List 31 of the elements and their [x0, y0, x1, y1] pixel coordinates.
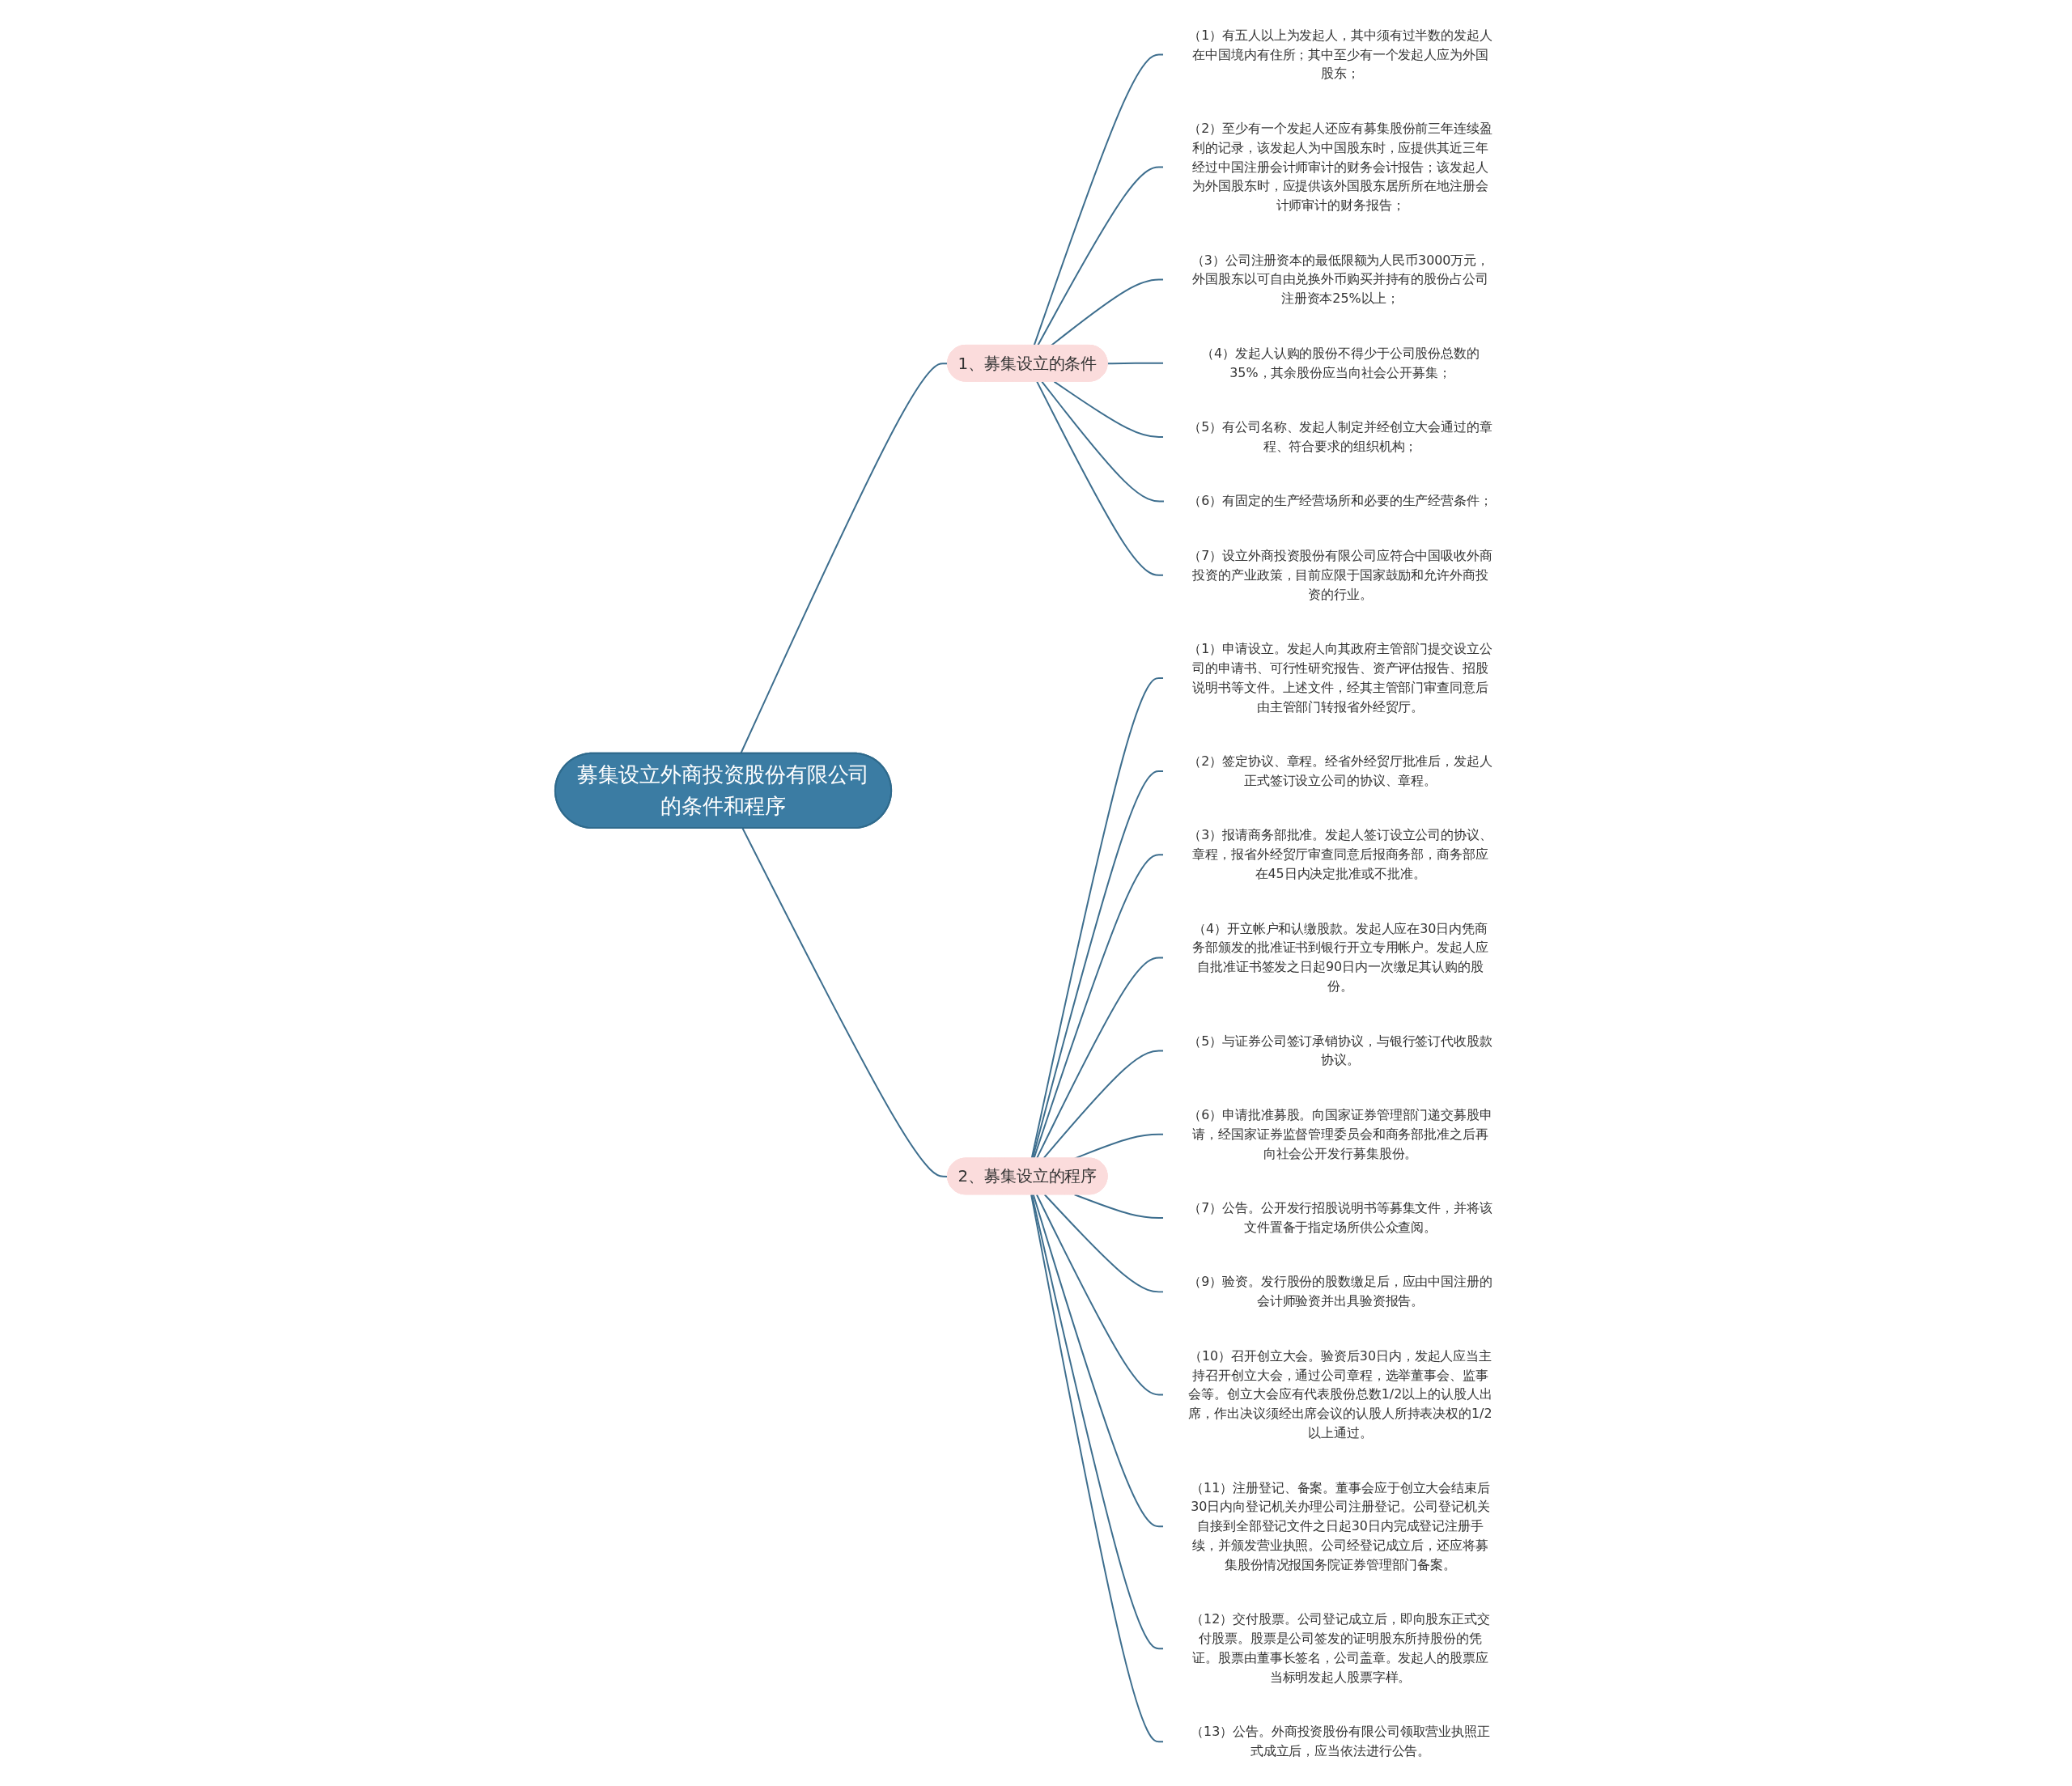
node-text: （7）设立外商投资股份有限公司应符合中国吸收外商投资的产业政策，目前应限于国家鼓励和允许外商投资的行业。: [1188, 547, 1492, 602]
node-text: （13）公告。外商投资股份有限公司领取营业执照正式成立后，应当依法进行公告。: [1190, 1723, 1490, 1758]
node-text: （6）有固定的生产经营场所和必要的生产经营条件；: [1188, 493, 1492, 508]
node-text: （1）有五人以上为发起人，其中须有过半数的发起人在中国境内有住所；其中至少有一个发起人应为外国股东；: [1188, 27, 1492, 81]
connector: [1035, 1193, 1165, 1395]
node-text: （2）至少有一个发起人还应有募集股份前三年连续盈利的记录，该发起人为中国股东时，应提供其近三年经过中国注册会计师审计的财务会计报告；该发起人为外国股东时，应提供该外国股东居所所在地注册会计师审计的财务报告；: [1188, 120, 1492, 213]
node-text: （10）召开创立大会。验资后30日内，发起人应当主持召开创立大会，通过公司章程，选举董事会、监事会等。创立大会应有代表股份总数1/2以上的认股人出席，作出决议须经出席会议的认股人所持表决权的1/2以上通过。: [1188, 1347, 1492, 1440]
connector: [1073, 1193, 1165, 1219]
node-text: （5）有公司名称、发起人制定并经创立大会通过的章程、符合要求的组织机构；: [1188, 418, 1492, 454]
connector: [1053, 380, 1165, 438]
node-text: （12）交付股票。公司登记成立后，即向股东正式交付股票。股票是公司签发的证明股东所持股份的凭证。股票由董事长签名，公司盖章。发起人的股票应当标明发起人股票字样。: [1190, 1610, 1490, 1685]
node-text: （3）报请商务部批准。发起人签订设立公司的协议、章程，报省外经贸厅审查同意后报商务部，商务部应在45日内决定批准或不批准。: [1188, 827, 1492, 881]
node-text: （5）与证券公司签订承销协议，与银行签订代收股款协议。: [1188, 1033, 1492, 1067]
node-text: （4）开立帐户和认缴股款。发起人应在30日内凭商务部颁发的批准证书到银行开立专用帐户。发起人应自批准证书签发之日起90日内一次缴足其认购的股份。: [1192, 920, 1488, 994]
connector: [741, 827, 949, 1177]
node-text: （3）公司注册资本的最低限额为人民币3000万元，外国股东以可自由兑换外币购买并持有的股份占公司注册资本25%以上；: [1191, 252, 1489, 306]
connector: [1030, 1193, 1165, 1649]
node-text: （2）签定协议、章程。经省外经贸厅批准后，发起人正式签订设立公司的协议、章程。: [1188, 753, 1492, 788]
connector: [1041, 380, 1166, 503]
node-text: （7）公告。公开发行招股说明书等募集文件，并将该文件置备于指定场所供公众查阅。: [1188, 1199, 1492, 1235]
connector: [740, 362, 949, 754]
connector: [1032, 1193, 1165, 1527]
node-text: （6）申请批准募股。向国家证券管理部门递交募股申请，经国家证券监督管理委员会和商务部批准之后再向社会公开发行募集股份。: [1188, 1106, 1492, 1161]
connector: [1106, 362, 1165, 364]
node-text: （1）申请设立。发起人向其政府主管部门提交设立公司的申请书、可行性研究报告、资产评估报告、招股说明书等文件。上述文件，经其主管部门审查同意后由主管部门转报省外经贸厅。: [1188, 640, 1492, 715]
node-text: （4）发起人认购的股份不得少于公司股份总数的35%，其余股份应当向社会公开募集；: [1200, 345, 1480, 380]
node-text: （11）注册登记、备案。董事会应于创立大会结束后30日内向登记机关办理公司注册登记。公司登记机关自接到全部登记文件之日起30日内完成登记注册手续，并颁发营业执照。公司经登记成立后，还应将募集股份情况报国务院证券管理部门备案。: [1190, 1479, 1490, 1572]
connector: [1043, 1193, 1165, 1292]
connector: [1036, 380, 1165, 576]
node-text: （9）验资。发行股份的股数缴足后，应由中国注册的会计师验资并出具验资报告。: [1188, 1274, 1492, 1309]
connector: [1030, 1193, 1165, 1742]
